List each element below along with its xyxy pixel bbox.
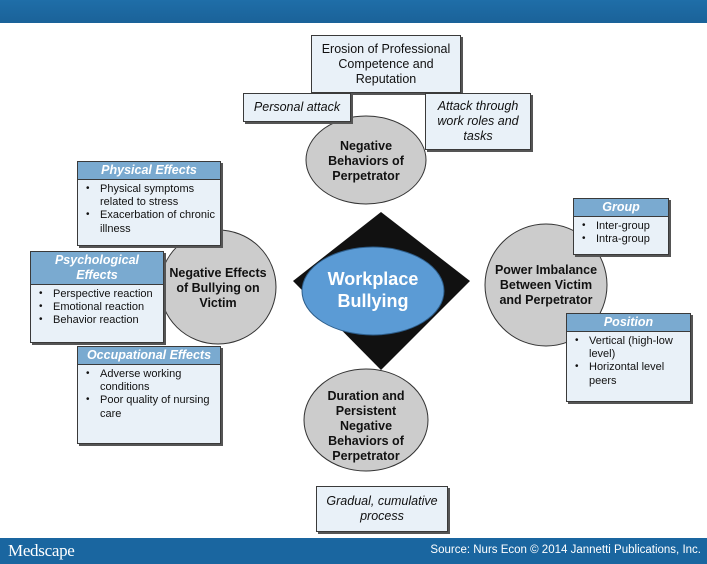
list-item: Horizontal level peers	[575, 361, 686, 387]
list-item: Intra-group	[582, 233, 664, 246]
physical-effects-list: Physical symptoms related to stress Exac…	[78, 180, 220, 239]
psychological-effects-title: Psychological Effects	[31, 252, 163, 285]
list-item: Physical symptoms related to stress	[86, 183, 216, 209]
occupational-effects-list: Adverse working conditions Poor quality …	[78, 365, 220, 424]
group-title: Group	[574, 199, 668, 217]
center-label: Workplace Bullying	[327, 269, 419, 311]
list-item: Exacerbation of chronic illness	[86, 209, 216, 235]
work-roles-box: Attack through work roles and tasks	[425, 93, 531, 150]
position-list: Vertical (high-low level) Horizontal lev…	[567, 332, 690, 391]
list-item: Emotional reaction	[39, 301, 159, 314]
occupational-effects-title: Occupational Effects	[78, 347, 220, 365]
top-bar	[0, 0, 707, 23]
position-box: Position Vertical (high-low level) Horiz…	[566, 313, 691, 402]
erosion-box: Erosion of Professional Competence and R…	[311, 35, 461, 93]
node-bottom	[303, 368, 429, 472]
gradual-process-box: Gradual, cumulative process	[316, 486, 448, 532]
group-list: Inter-group Intra-group	[574, 217, 668, 249]
node-left-label: Negative Effects of Bullying on Victim	[169, 265, 267, 310]
source-text: Source: Nurs Econ © 2014 Jannetti Public…	[430, 544, 701, 556]
position-title: Position	[567, 314, 690, 332]
group-box: Group Inter-group Intra-group	[573, 198, 669, 255]
psychological-effects-list: Perspective reaction Emotional reaction …	[31, 285, 163, 331]
node-right-label: Power Imbalance Between Victim and Perpe…	[494, 262, 598, 307]
physical-effects-title: Physical Effects	[78, 162, 220, 180]
node-bottom-label: Duration and Persistent Negative Behavio…	[327, 388, 405, 463]
medscape-logo[interactable]: Medscape	[8, 541, 75, 560]
psychological-effects-box: Psychological Effects Perspective reacti…	[30, 251, 164, 343]
list-item: Adverse working conditions	[86, 368, 216, 394]
personal-attack-box: Personal attack	[243, 93, 351, 122]
list-item: Perspective reaction	[39, 288, 159, 301]
center-node	[301, 246, 445, 336]
list-item: Behavior reaction	[39, 314, 159, 327]
node-top	[305, 115, 427, 205]
list-item: Poor quality of nursing care	[86, 394, 216, 420]
list-item: Vertical (high-low level)	[575, 335, 686, 361]
physical-effects-box: Physical Effects Physical symptoms relat…	[77, 161, 221, 246]
occupational-effects-box: Occupational Effects Adverse working con…	[77, 346, 221, 444]
footer-bar: Medscape Source: Nurs Econ © 2014 Jannet…	[0, 538, 707, 564]
node-top-label: Negative Behaviors of Perpetrator	[328, 138, 404, 183]
list-item: Inter-group	[582, 220, 664, 233]
